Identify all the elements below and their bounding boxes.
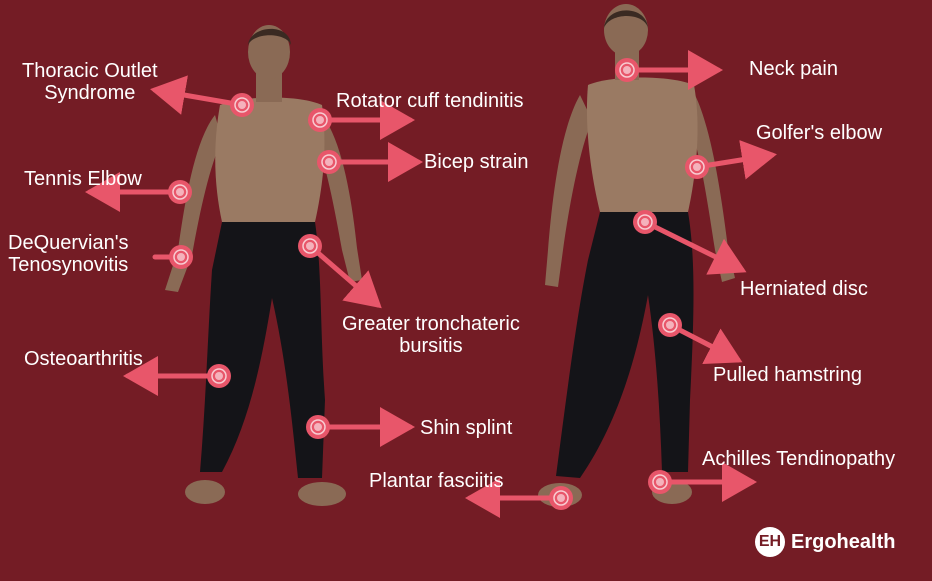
marker-rotator: [308, 108, 332, 132]
label-bicep-strain: Bicep strain: [424, 151, 529, 173]
marker-achilles: [648, 470, 672, 494]
label-herniated-disc: Herniated disc: [740, 278, 868, 300]
marker-neck: [615, 58, 639, 82]
label-neck-pain: Neck pain: [749, 58, 838, 80]
label-plantar-fasciitis: Plantar fasciitis: [369, 470, 504, 492]
marker-tennis: [168, 180, 192, 204]
label-thoracic-line1: Thoracic Outlet: [22, 60, 158, 82]
ergohealth-logo-icon: EH: [755, 527, 785, 557]
label-greater-trochanteric: Greater tronchateric bursitis: [342, 313, 520, 357]
label-osteoarthritis: Osteoarthritis: [24, 348, 143, 370]
marker-herniated: [633, 210, 657, 234]
label-dequervain-line2: Tenosynovitis: [8, 254, 129, 276]
label-dequervain: DeQuervian's Tenosynovitis: [8, 232, 129, 276]
marker-hamstring: [658, 313, 682, 337]
label-pulled-hamstring: Pulled hamstring: [713, 364, 862, 386]
label-thoracic-line2: Syndrome: [22, 82, 158, 104]
label-thoracic-outlet-syndrome: Thoracic Outlet Syndrome: [22, 60, 158, 104]
ergohealth-logo-text: Ergohealth: [791, 531, 895, 554]
label-tennis-elbow: Tennis Elbow: [24, 168, 142, 190]
label-greater-line2: bursitis: [342, 335, 520, 357]
label-achilles-tendinopathy: Achilles Tendinopathy: [702, 448, 895, 470]
marker-bicep: [317, 150, 341, 174]
marker-golfers: [685, 155, 709, 179]
label-rotator-cuff: Rotator cuff tendinitis: [336, 90, 524, 112]
marker-plantar: [549, 486, 573, 510]
marker-thoracic: [230, 93, 254, 117]
back-figure: [538, 4, 735, 507]
ergohealth-logo: EH Ergohealth: [755, 527, 895, 557]
label-golfers-elbow: Golfer's elbow: [756, 122, 882, 144]
marker-shin: [306, 415, 330, 439]
pointer-thoracic: [155, 90, 242, 105]
label-dequervain-line1: DeQuervian's: [8, 232, 129, 254]
marker-osteoarthritis: [207, 364, 231, 388]
marker-greater: [298, 234, 322, 258]
label-greater-line1: Greater tronchateric: [342, 313, 520, 335]
marker-dequervain: [169, 245, 193, 269]
label-shin-splint: Shin splint: [420, 417, 512, 439]
